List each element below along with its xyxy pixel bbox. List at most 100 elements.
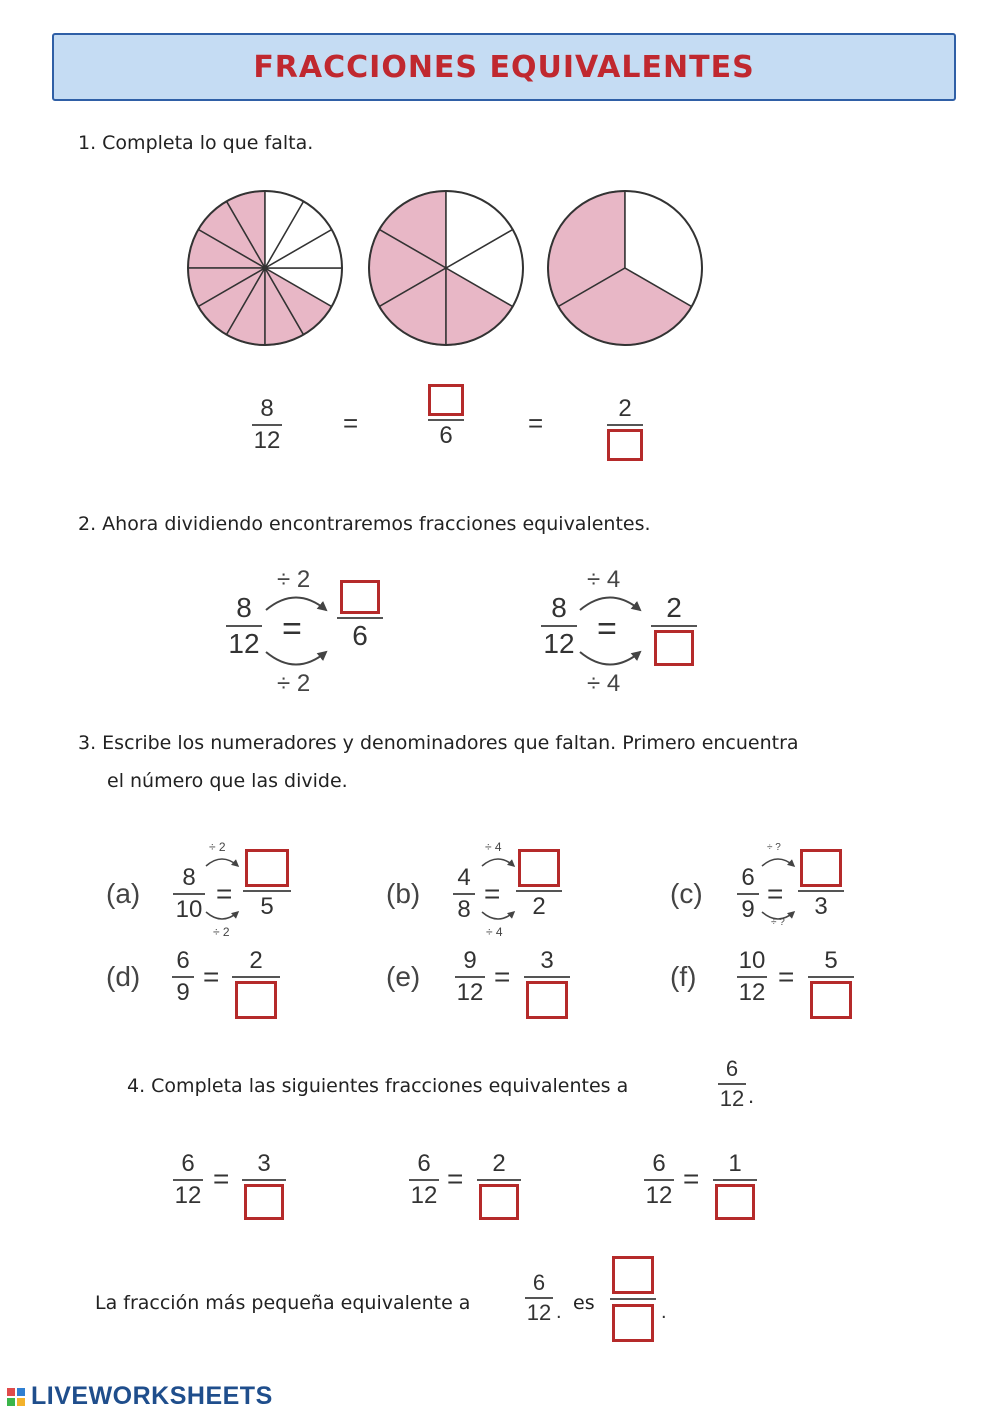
pie-3 bbox=[547, 190, 703, 346]
numerator-answer-box[interactable] bbox=[245, 849, 289, 887]
denominator: 9 bbox=[741, 896, 755, 923]
numerator-answer-box[interactable] bbox=[612, 1256, 654, 1294]
numerator-answer-box[interactable] bbox=[428, 384, 464, 416]
pie-outline bbox=[368, 190, 524, 346]
s3-a-fraction: 8 10 bbox=[173, 866, 205, 922]
page-title: FRACCIONES EQUIVALENTES bbox=[253, 49, 755, 85]
fraction-bar bbox=[172, 976, 194, 978]
q4-reference-fraction: 6 12 bbox=[718, 1058, 746, 1110]
s4-item-3-fraction: 6 12 bbox=[644, 1152, 674, 1208]
s3-f-result: 5 bbox=[808, 949, 854, 1019]
s3-d-result: 2 bbox=[232, 949, 280, 1019]
fraction-bar bbox=[541, 625, 577, 627]
divide-operation-top: ÷ 4 bbox=[485, 840, 502, 854]
numerator: 8 bbox=[260, 395, 274, 422]
s3-e-result: 3 bbox=[524, 949, 570, 1019]
pie-charts bbox=[187, 190, 703, 346]
question-4-text: 4. Completa las siguientes fracciones eq… bbox=[127, 1075, 629, 1097]
item-label-d: (d) bbox=[106, 961, 141, 992]
s3-b-result: 2 bbox=[516, 849, 562, 919]
fraction-bar bbox=[524, 976, 570, 978]
fraction-bar bbox=[455, 976, 485, 978]
numerator-answer-box[interactable] bbox=[518, 849, 560, 887]
denominator-answer-box[interactable] bbox=[479, 1184, 519, 1220]
numerator: 3 bbox=[257, 1150, 271, 1177]
s4-item-1-fraction: 6 12 bbox=[173, 1152, 203, 1208]
equals-sign: = bbox=[597, 610, 617, 648]
denominator: 12 bbox=[526, 1300, 552, 1325]
numerator: 2 bbox=[666, 592, 682, 623]
equals-sign: = bbox=[528, 408, 544, 438]
fraction-bar bbox=[173, 1179, 203, 1181]
pie-outline bbox=[187, 190, 343, 346]
fraction-bar bbox=[428, 419, 464, 421]
s3-a-result: 5 bbox=[243, 849, 291, 919]
fraction-bar bbox=[516, 890, 562, 892]
numerator: 3 bbox=[540, 947, 554, 974]
denominator-answer-box[interactable] bbox=[715, 1184, 755, 1220]
s1-fraction-blank-6: 6 bbox=[428, 384, 464, 448]
fraction-bar bbox=[243, 890, 291, 892]
denominator: 8 bbox=[457, 896, 471, 923]
denominator: 6 bbox=[439, 422, 453, 449]
liveworksheets-logo: LIVEWORKSHEETS bbox=[6, 1382, 273, 1411]
logo-text: LIVEWORKSHEETS bbox=[31, 1382, 273, 1410]
denominator-answer-box[interactable] bbox=[607, 429, 643, 461]
question-3-text-line2: el número que las divide. bbox=[107, 770, 348, 792]
equals-sign: = bbox=[447, 1163, 464, 1194]
denominator-answer-box[interactable] bbox=[654, 630, 694, 666]
denominator: 10 bbox=[175, 896, 203, 923]
s2-left-result: 6 bbox=[337, 580, 383, 650]
numerator: 8 bbox=[182, 864, 196, 891]
arrow-bottom bbox=[579, 650, 642, 666]
numerator-answer-box[interactable] bbox=[800, 849, 842, 887]
item-label-b: (b) bbox=[386, 878, 421, 909]
s2-left-fraction: 8 12 bbox=[226, 594, 262, 658]
equals-sign: = bbox=[216, 878, 233, 909]
numerator: 2 bbox=[618, 395, 632, 422]
question-2-text: 2. Ahora dividiendo encontraremos fracci… bbox=[78, 513, 651, 535]
period: . bbox=[748, 1083, 755, 1108]
s3-e-fraction: 9 12 bbox=[455, 949, 485, 1005]
s2-right-result: 2 bbox=[651, 594, 697, 666]
s4-item-3-result: 1 bbox=[713, 1152, 757, 1220]
fraction-bar bbox=[607, 424, 643, 426]
denominator-answer-box[interactable] bbox=[612, 1304, 654, 1342]
arrow-top bbox=[265, 596, 328, 612]
divide-operation-top: ÷ 2 bbox=[277, 566, 311, 593]
fraction-bar bbox=[644, 1179, 674, 1181]
divide-operation-bottom: ÷ 4 bbox=[587, 670, 621, 697]
fraction-bar bbox=[226, 625, 262, 627]
numerator: 6 bbox=[725, 1056, 739, 1081]
arrow-bottom bbox=[205, 911, 240, 920]
question-1-text: 1. Completa lo que falta. bbox=[78, 132, 314, 154]
equals-sign: = bbox=[213, 1163, 230, 1194]
s1-fraction-8-12: 8 12 bbox=[252, 397, 282, 453]
denominator: 12 bbox=[543, 628, 575, 659]
numerator: 6 bbox=[181, 1150, 195, 1177]
denominator: 12 bbox=[738, 979, 766, 1006]
fraction-bar bbox=[718, 1083, 746, 1085]
numerator: 6 bbox=[417, 1150, 431, 1177]
numerator: 4 bbox=[457, 864, 471, 891]
denominator-answer-box[interactable] bbox=[810, 981, 852, 1019]
denominator-answer-box[interactable] bbox=[526, 981, 568, 1019]
denominator: 12 bbox=[719, 1086, 745, 1111]
numerator: 6 bbox=[176, 947, 190, 974]
s3-c-result: 3 bbox=[798, 849, 844, 919]
pie-outline bbox=[547, 190, 703, 346]
pie-1 bbox=[187, 190, 343, 346]
numerator-answer-box[interactable] bbox=[340, 580, 380, 614]
fraction-bar bbox=[610, 1298, 656, 1300]
final-es-text: es bbox=[573, 1292, 595, 1314]
denominator-answer-box[interactable] bbox=[235, 981, 277, 1019]
denominator-answer-box[interactable] bbox=[244, 1184, 284, 1220]
numerator: 6 bbox=[532, 1270, 546, 1295]
numerator: 1 bbox=[728, 1150, 742, 1177]
fraction-bar bbox=[713, 1179, 757, 1181]
equals-sign: = bbox=[203, 961, 220, 992]
arrow-top bbox=[481, 858, 516, 867]
fraction-bar bbox=[242, 1179, 286, 1181]
divide-operation-bottom: ÷ ? bbox=[771, 917, 785, 928]
equals-sign: = bbox=[343, 408, 359, 438]
